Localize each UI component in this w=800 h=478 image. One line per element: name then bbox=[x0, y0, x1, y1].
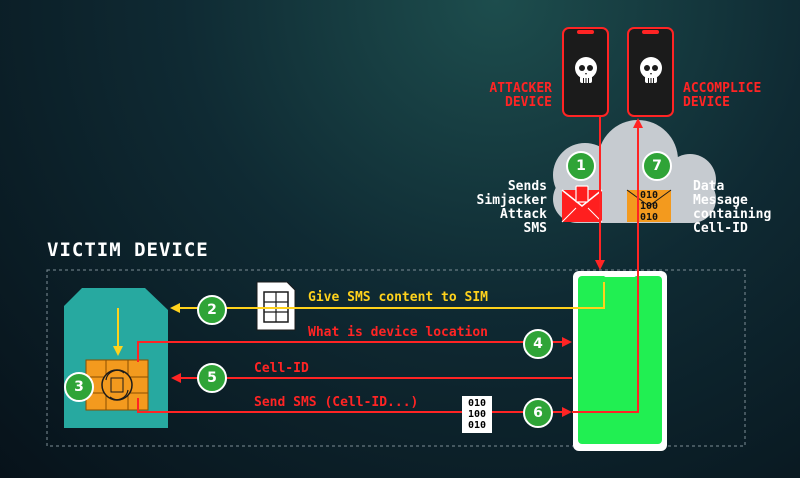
label-line: ACCOMPLICE bbox=[683, 81, 762, 96]
send-sms-arrow bbox=[137, 398, 572, 417]
label-line: Cell-ID bbox=[693, 221, 748, 236]
step-5-badge: 5 bbox=[197, 363, 227, 393]
step-6-badge: 6 bbox=[523, 398, 553, 428]
label-line: ATTACKER bbox=[489, 81, 552, 96]
give-sms-label: Give SMS content to SIM bbox=[308, 290, 489, 305]
device-location-label: What is device location bbox=[308, 325, 489, 340]
sim-card-icon bbox=[256, 281, 296, 331]
smartphone-icon bbox=[573, 271, 667, 451]
envelope-icon bbox=[561, 185, 603, 223]
send-sms-label: Send SMS (Cell-ID...) bbox=[254, 395, 419, 410]
accomplice-device-label: ACCOMPLICE DEVICE bbox=[683, 82, 761, 110]
binary-line: 010 bbox=[467, 420, 487, 431]
label-line: DEVICE bbox=[683, 95, 730, 110]
binary-line: 010 bbox=[467, 398, 487, 409]
victim-device-title: VICTIM DEVICE bbox=[47, 239, 209, 261]
sends-attack-sms-label: Sends Simjacker Attack SMS bbox=[477, 180, 547, 236]
binary-line: 100 bbox=[467, 409, 487, 420]
attacker-device-label: ATTACKER DEVICE bbox=[489, 82, 552, 110]
label-line: DEVICE bbox=[505, 95, 552, 110]
label-line: Attack bbox=[500, 207, 547, 222]
binary-data-sms: 010 100 010 bbox=[462, 396, 492, 433]
binary-line: 010 bbox=[639, 190, 659, 201]
label-line: Simjacker bbox=[476, 193, 547, 208]
label-line: Sends bbox=[507, 179, 547, 194]
give-sms-arrow bbox=[170, 282, 605, 313]
binary-line: 010 bbox=[639, 212, 659, 223]
label-line: SMS bbox=[523, 221, 547, 236]
data-message-label: Data Message containing Cell-ID bbox=[693, 180, 771, 236]
attacker-phone bbox=[562, 27, 609, 117]
skull-icon bbox=[575, 57, 597, 83]
cell-id-label: Cell-ID bbox=[254, 361, 309, 376]
step-2-badge: 2 bbox=[197, 295, 227, 325]
binary-line: 100 bbox=[639, 201, 659, 212]
envelope-icon bbox=[626, 189, 672, 222]
victim-to-accomplice-arrow bbox=[572, 118, 643, 413]
step-4-badge: 4 bbox=[523, 329, 553, 359]
step-7-badge: 7 bbox=[642, 151, 672, 181]
label-line: containing bbox=[693, 207, 772, 222]
binary-data-envelope: 010 100 010 bbox=[634, 188, 664, 225]
label-line: Data bbox=[693, 179, 725, 194]
step-1-badge: 1 bbox=[566, 151, 596, 181]
accomplice-phone bbox=[627, 27, 674, 117]
label-line: Message bbox=[693, 193, 748, 208]
skull-icon bbox=[640, 57, 662, 83]
victim-device-frame bbox=[46, 269, 746, 447]
step-3-badge: 3 bbox=[64, 372, 94, 402]
device-location-arrow bbox=[137, 337, 572, 362]
